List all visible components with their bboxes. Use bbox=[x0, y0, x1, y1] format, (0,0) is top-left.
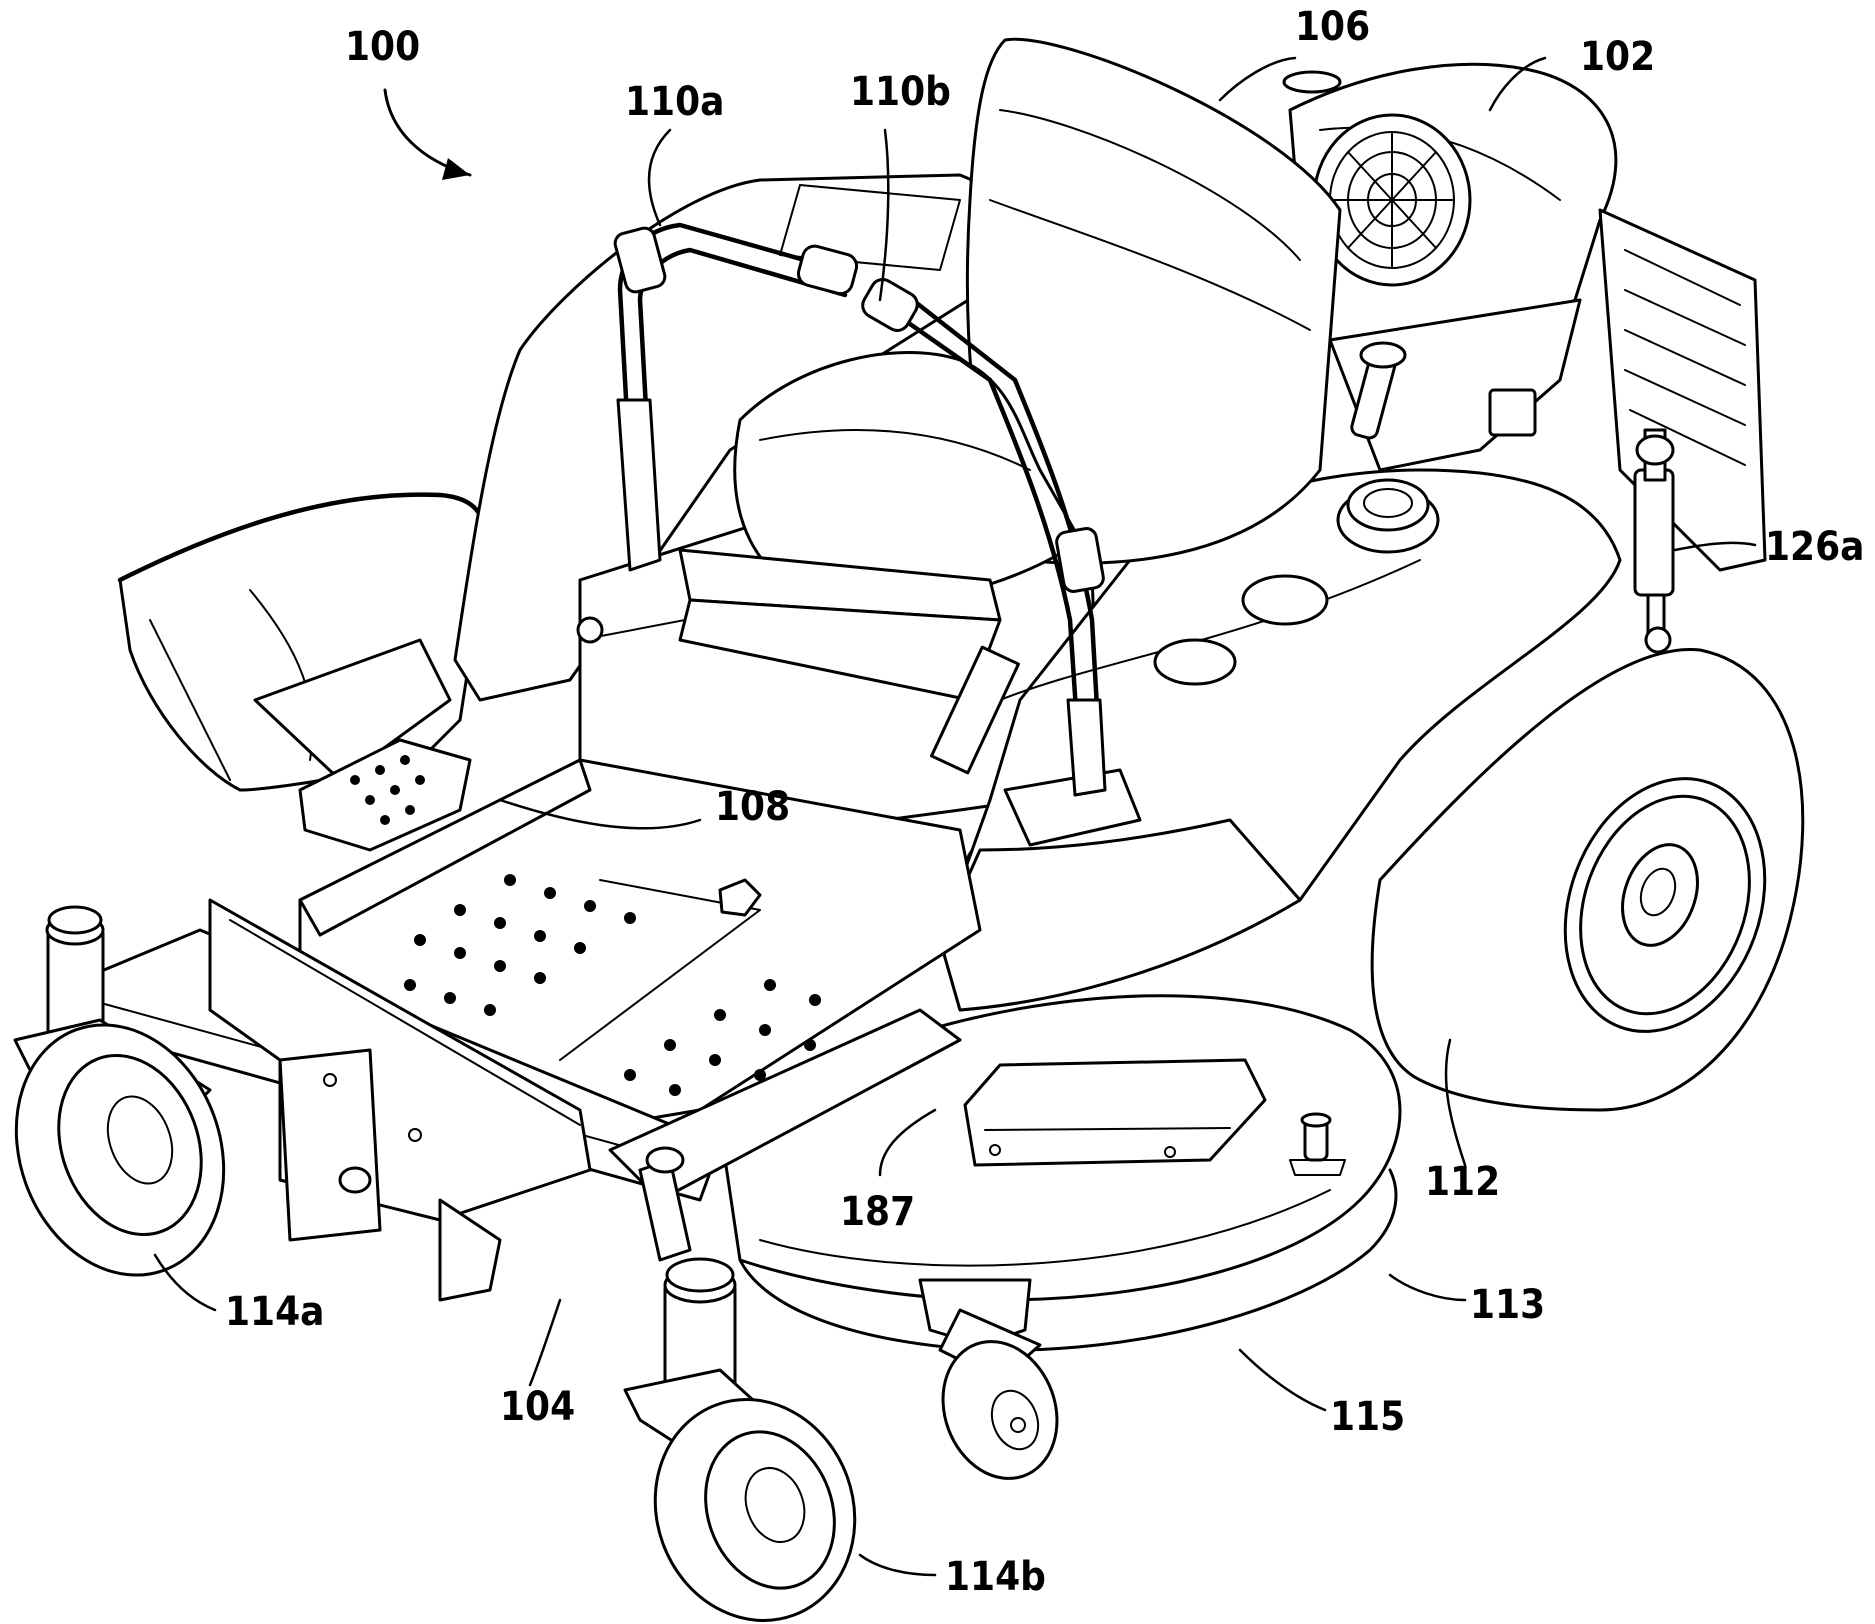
anti-scalp-roller bbox=[924, 1310, 1075, 1495]
label-deck-lip: 113 bbox=[1470, 1282, 1545, 1328]
label-floor-pan: 108 bbox=[715, 784, 790, 830]
label-engine-cover: 102 bbox=[1580, 34, 1655, 80]
front-caster-right bbox=[625, 1259, 886, 1624]
label-frame: 104 bbox=[500, 1384, 575, 1430]
label-deck-skirt: 115 bbox=[1330, 1394, 1405, 1440]
label-front-caster-left: 114a bbox=[225, 1289, 324, 1335]
label-rear-wheel: 112 bbox=[1425, 1159, 1500, 1205]
left-deck-guard bbox=[120, 495, 486, 790]
label-shock-absorber: 126a bbox=[1765, 524, 1864, 570]
label-assembly: 100 bbox=[345, 24, 420, 70]
label-seat: 106 bbox=[1295, 4, 1370, 50]
label-right-control-lever: 110b bbox=[850, 69, 951, 115]
assembly-arrow bbox=[385, 90, 470, 180]
mower-deck bbox=[720, 996, 1400, 1351]
label-left-control-lever: 110a bbox=[625, 79, 724, 125]
label-deck-hanger: 187 bbox=[840, 1189, 915, 1235]
label-front-caster-right: 114b bbox=[945, 1554, 1046, 1600]
